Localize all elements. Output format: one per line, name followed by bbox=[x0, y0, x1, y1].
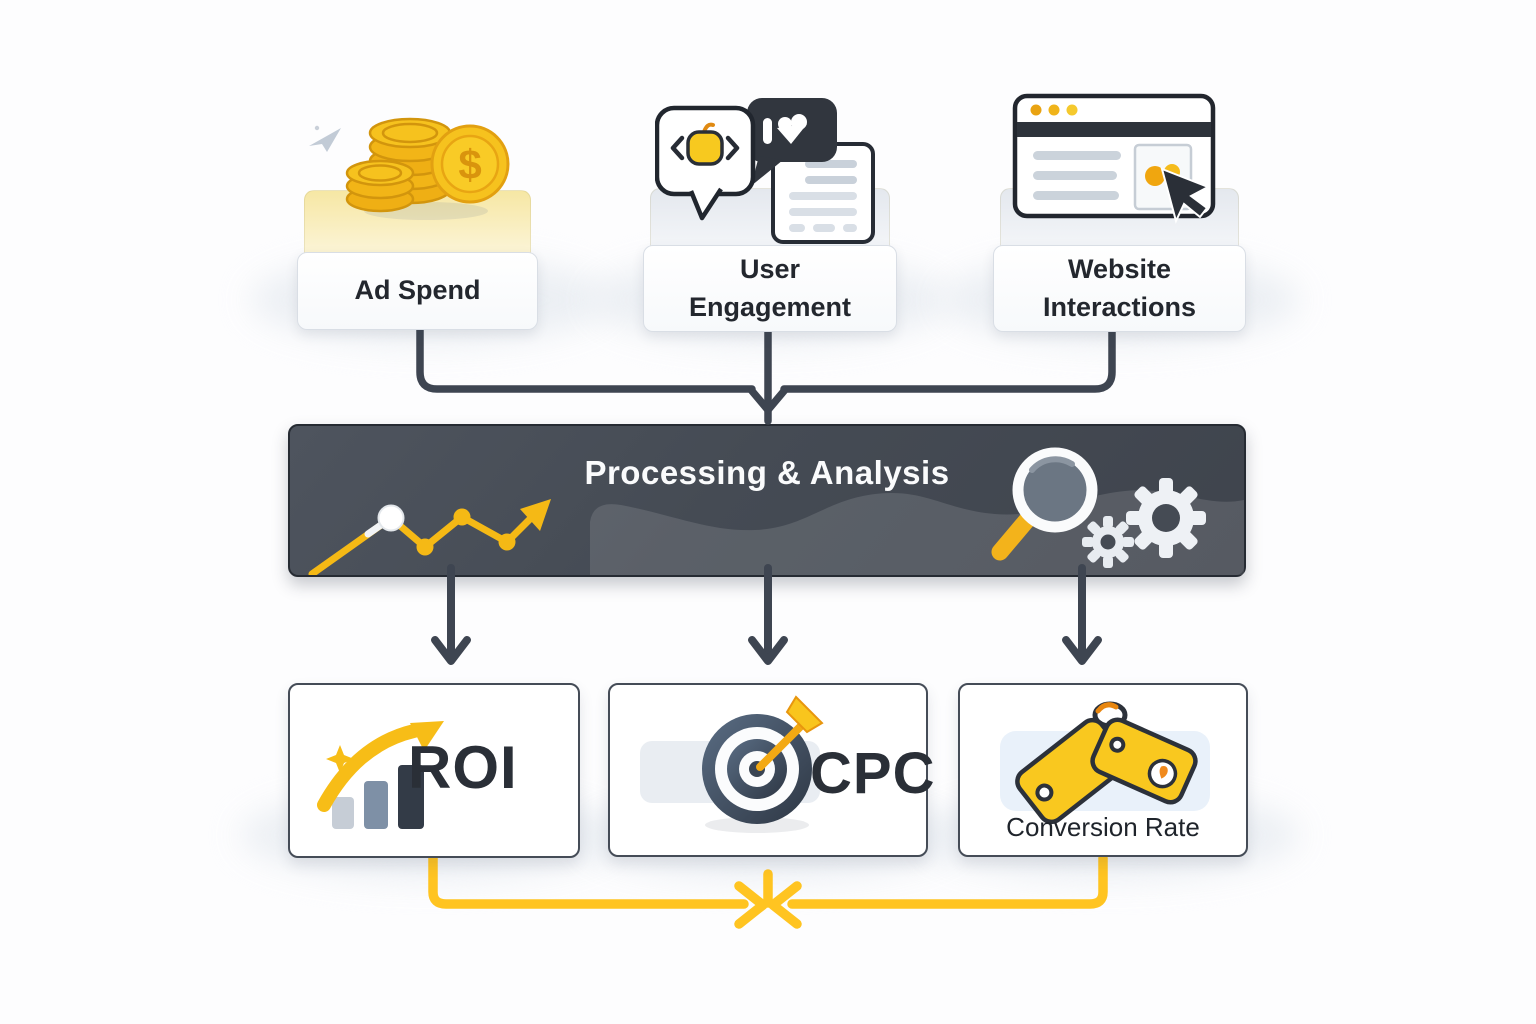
like-bubble-icon bbox=[747, 98, 837, 186]
processing-analysis-bar bbox=[288, 424, 1246, 577]
magnifier-icon bbox=[991, 447, 1098, 561]
gears-icon bbox=[1082, 478, 1206, 568]
arrowhead-left-icon bbox=[768, 881, 802, 929]
svg-text:$: $ bbox=[458, 141, 481, 188]
coins-icon: $ bbox=[345, 117, 510, 220]
arrowhead-down-icon bbox=[748, 387, 788, 414]
input-card-ad-spend: Ad Spend bbox=[297, 190, 538, 330]
arrowhead-down-icon bbox=[431, 636, 471, 665]
growth-arrow-bars-icon bbox=[317, 721, 444, 829]
roi-label: ROI bbox=[408, 734, 518, 801]
product-bubble-icon bbox=[655, 105, 756, 221]
target-dart-icon bbox=[640, 695, 824, 833]
connector-adspend-to-bar bbox=[416, 322, 756, 393]
output-card-conversion-rate: Conversion Rate bbox=[958, 683, 1248, 857]
connector-roi-to-center bbox=[428, 853, 749, 909]
user-engagement-label: User Engagement bbox=[643, 245, 897, 332]
price-tags-icon bbox=[1000, 701, 1210, 825]
website-interactions-label: Website Interactions bbox=[993, 245, 1246, 332]
cpc-label: CPC bbox=[810, 741, 936, 806]
processing-bar-decor bbox=[308, 447, 1244, 575]
connector-website-to-bar bbox=[780, 322, 1116, 393]
conversion-rate-label: Conversion Rate bbox=[1006, 812, 1200, 842]
connector-conversion-to-center bbox=[787, 853, 1108, 909]
arrowhead-down-icon bbox=[748, 636, 788, 665]
line-chart-icon bbox=[308, 499, 551, 575]
arrowhead-right-icon bbox=[734, 881, 768, 929]
chat-bubbles-icon bbox=[655, 98, 875, 244]
arrowhead-down-icon bbox=[1062, 636, 1102, 665]
sparkle-icon bbox=[309, 125, 341, 152]
output-card-roi: ROI bbox=[288, 683, 580, 858]
output-card-cpc: CPC bbox=[608, 683, 934, 857]
browser-cursor-icon bbox=[1012, 93, 1216, 224]
ad-spend-label: Ad Spend bbox=[297, 252, 538, 330]
processing-bar-title: Processing & Analysis bbox=[584, 454, 950, 491]
